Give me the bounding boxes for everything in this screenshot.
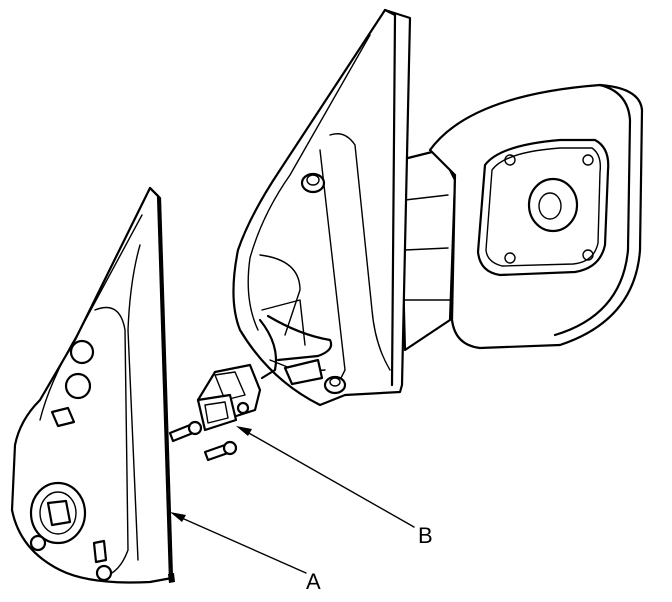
callout-b-label: B xyxy=(418,523,433,548)
callout-a-label: A xyxy=(306,569,321,594)
stud-upper-icon xyxy=(300,172,326,194)
cover-hole-bottom-icon xyxy=(95,564,113,582)
actuator-pivot-icon xyxy=(527,177,579,233)
cover-slot-icon xyxy=(92,539,108,564)
leader-a xyxy=(170,512,307,574)
wire-harness xyxy=(258,299,333,386)
cover-hole-middle-icon xyxy=(64,372,92,400)
mirror-glass-actuator xyxy=(476,138,610,277)
connector-b xyxy=(196,363,262,432)
stud-lower-icon xyxy=(323,375,347,395)
screw-upper-icon xyxy=(168,420,203,443)
adjuster-knob-icon xyxy=(29,481,87,545)
screw-lower-icon xyxy=(203,440,238,462)
cover-clip-icon xyxy=(50,406,76,428)
mirror-base xyxy=(232,8,412,407)
leader-b xyxy=(236,426,415,528)
cover-hole-lower-icon xyxy=(29,534,47,552)
cover-hole-upper-icon xyxy=(69,339,95,365)
inner-cover-a xyxy=(10,186,175,584)
